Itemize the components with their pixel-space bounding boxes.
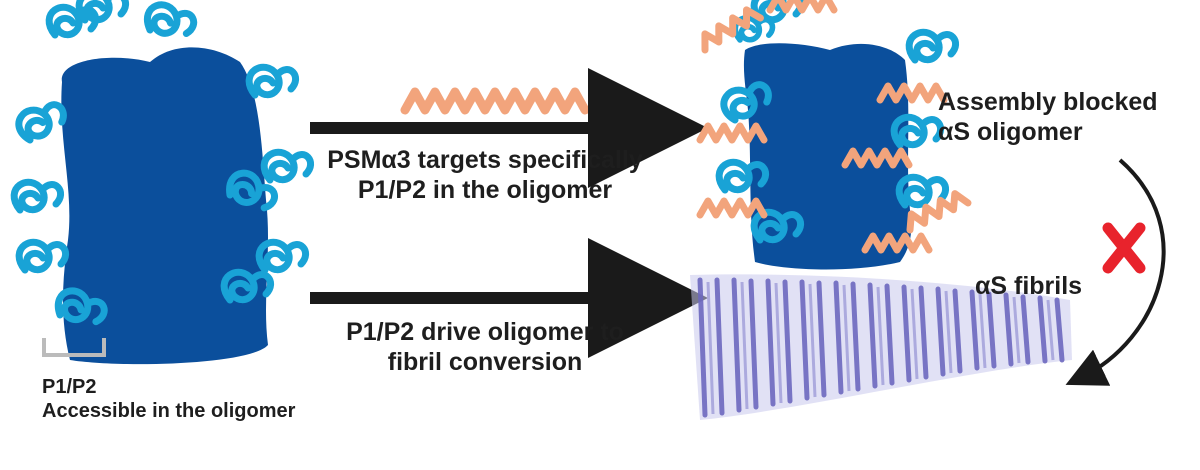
oligomer-right (698, 0, 968, 270)
fibril-ribbon-icon (690, 274, 1072, 420)
top-arrow-caption-line1: PSMα3 targets specifically (327, 146, 643, 174)
p1p2-bracket (42, 338, 106, 357)
blocked-caption-line2: αS oligomer (938, 117, 1083, 146)
oligomer-left (14, 0, 310, 365)
blocked-caption-line1: Assembly blocked (938, 88, 1158, 116)
oligomer-body-left (61, 47, 269, 365)
top-arrow-caption-line2: P1/P2 in the oligomer (357, 175, 613, 204)
fibrils-caption: αS fibrils (975, 272, 1083, 300)
red-x-icon (1102, 222, 1146, 274)
psma3-peptide (400, 87, 590, 115)
p1p2-label: P1/P2 (42, 376, 97, 398)
bottom-arrow-caption-line1: P1/P2 drive oligomer to (346, 318, 624, 346)
top-arrow-caption: PSMα3 targets specifically P1/P2 in the … (305, 146, 665, 205)
p1p2-caption: P1/P2 Accessible in the oligomer (42, 376, 295, 423)
p1p2-sublabel: Accessible in the oligomer (42, 399, 296, 422)
curved-arrow (1065, 158, 1166, 386)
blocked-caption: Assembly blocked αS oligomer (938, 88, 1158, 147)
bottom-arrow-caption-line2: fibril conversion (387, 347, 583, 376)
bottom-arrow-caption: P1/P2 drive oligomer to fibril conversio… (305, 318, 665, 377)
